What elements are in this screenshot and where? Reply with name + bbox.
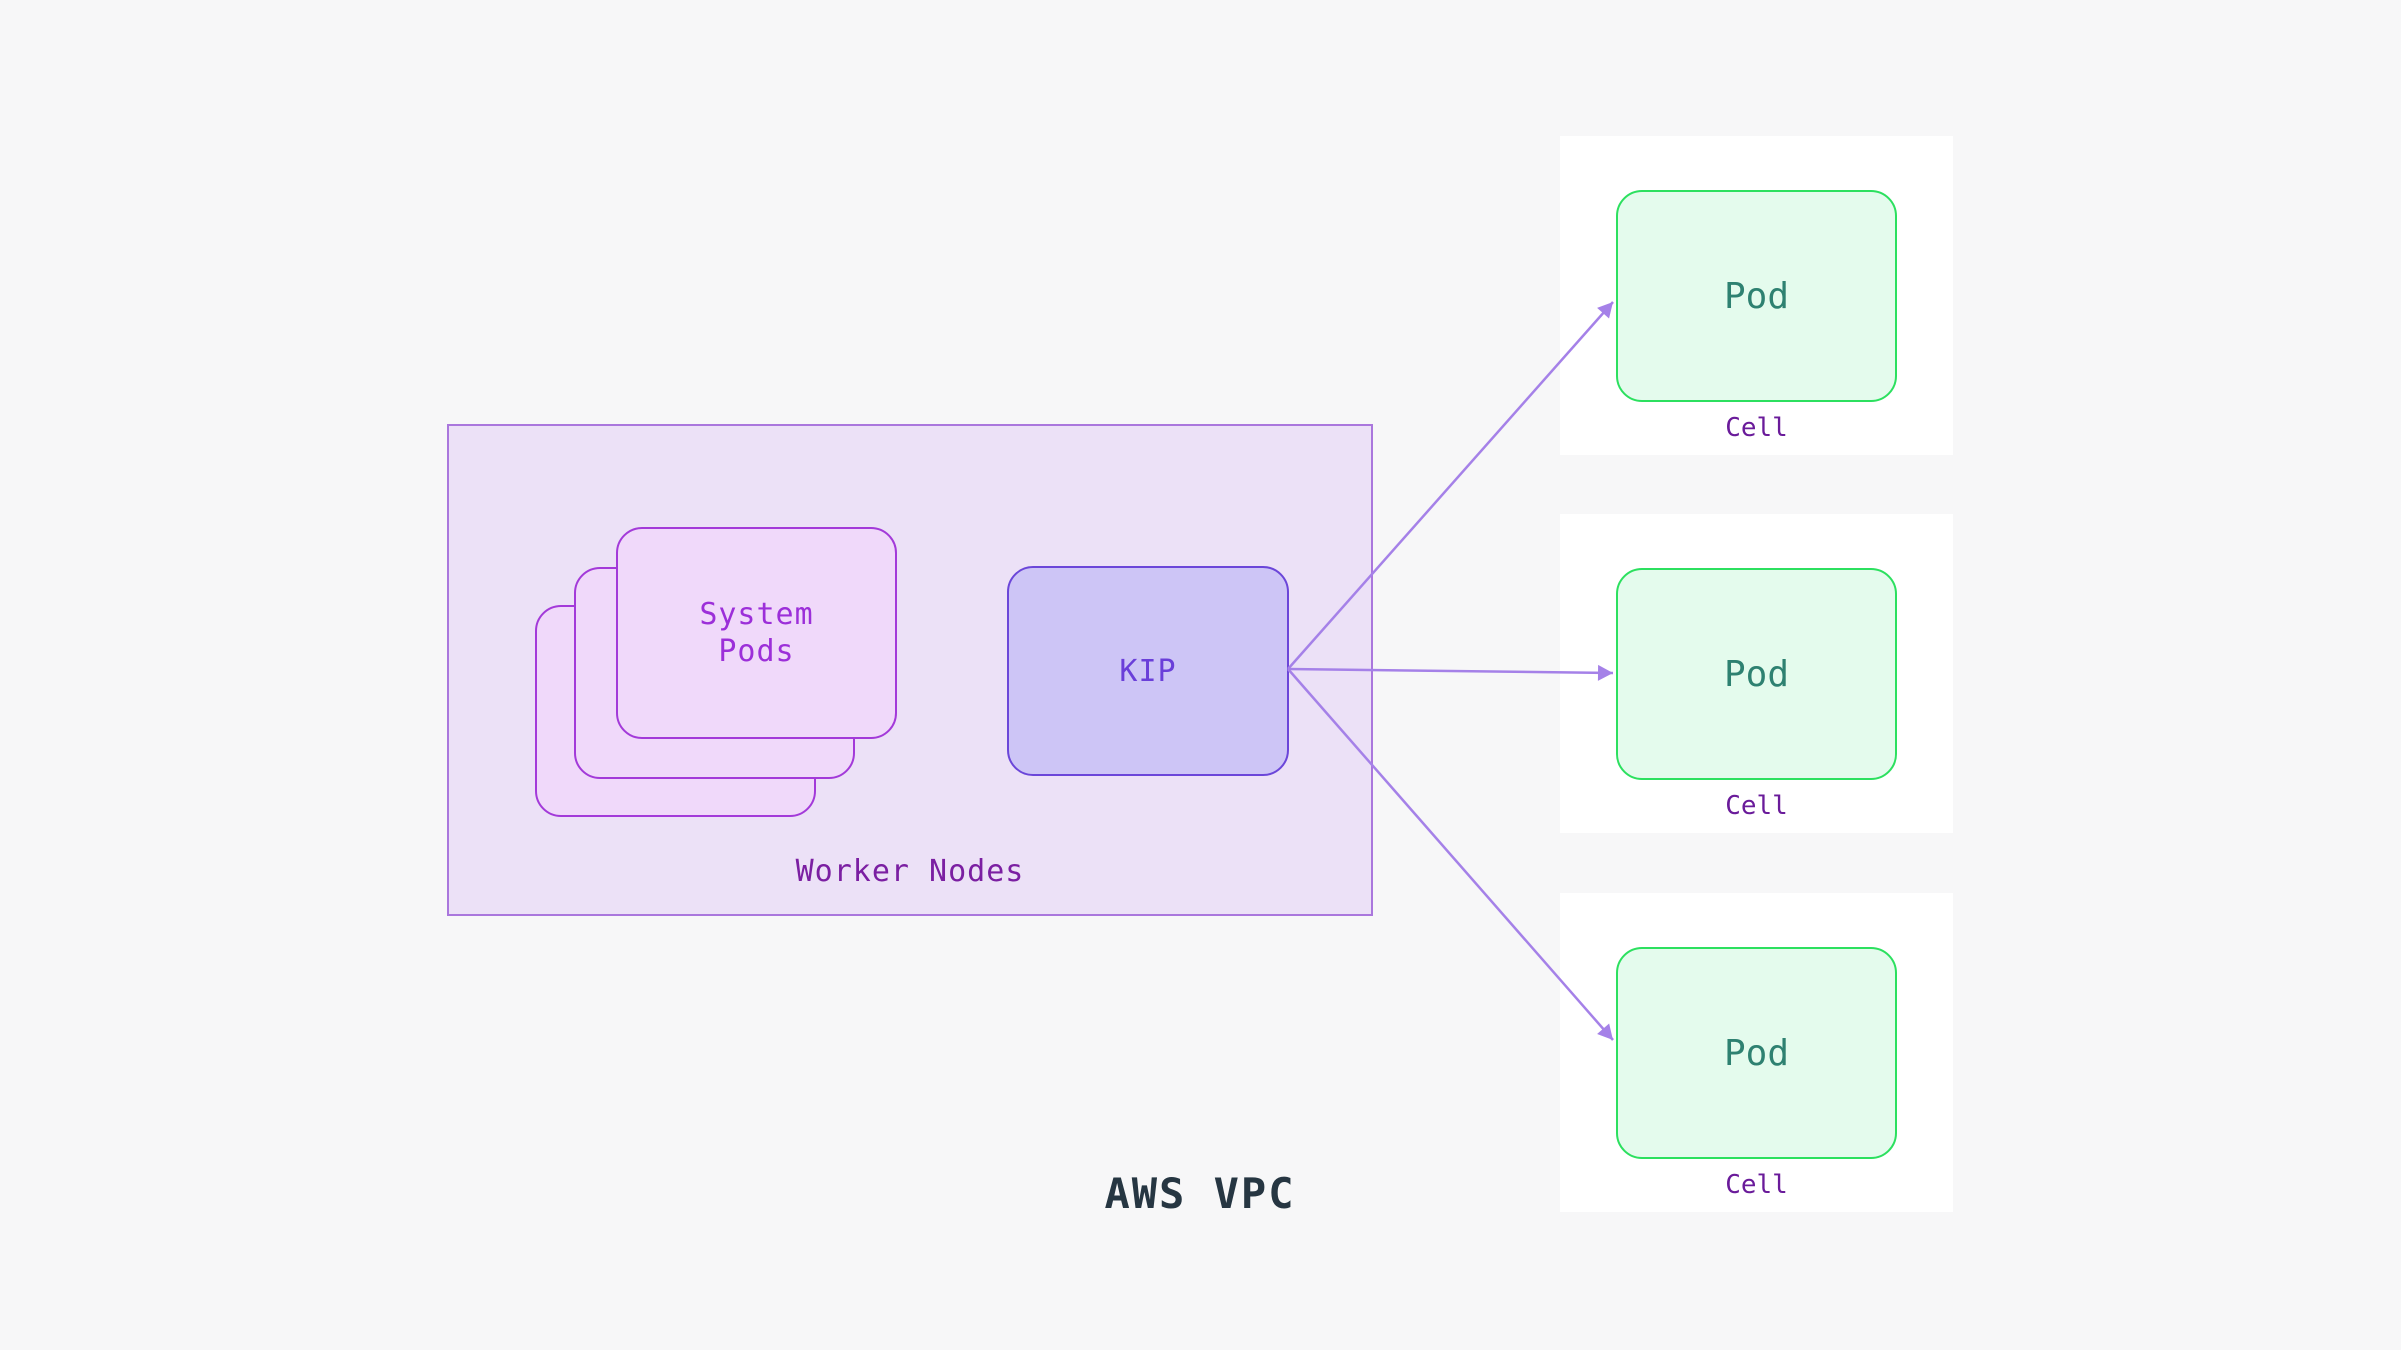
pod-label-3: Pod	[1723, 1032, 1790, 1074]
system-pods-card-front: System Pods	[616, 527, 897, 739]
pod-label-1: Pod	[1723, 275, 1790, 317]
vpc-title: AWS VPC	[1104, 1169, 1296, 1218]
pod-label-2: Pod	[1723, 653, 1790, 695]
pod-node-1: Pod	[1616, 190, 1897, 402]
kip-label: KIP	[1119, 653, 1177, 689]
system-pods-label-line1: System	[699, 597, 814, 632]
cell-label-2: Cell	[1725, 791, 1788, 821]
kip-node: KIP	[1007, 566, 1289, 776]
pod-node-3: Pod	[1616, 947, 1897, 1159]
cell-label-3: Cell	[1725, 1170, 1788, 1200]
cell-container-1: Pod Cell	[1560, 136, 1953, 455]
worker-nodes-label: Worker Nodes	[795, 854, 1025, 889]
system-pods-label-line2: Pods	[718, 634, 795, 669]
worker-nodes-group: System Pods KIP Worker Nodes	[447, 424, 1373, 916]
system-pods-label: System Pods	[699, 596, 813, 670]
pod-node-2: Pod	[1616, 568, 1897, 780]
cell-label-1: Cell	[1725, 413, 1788, 443]
cell-container-3: Pod Cell	[1560, 893, 1953, 1212]
cell-container-2: Pod Cell	[1560, 514, 1953, 833]
